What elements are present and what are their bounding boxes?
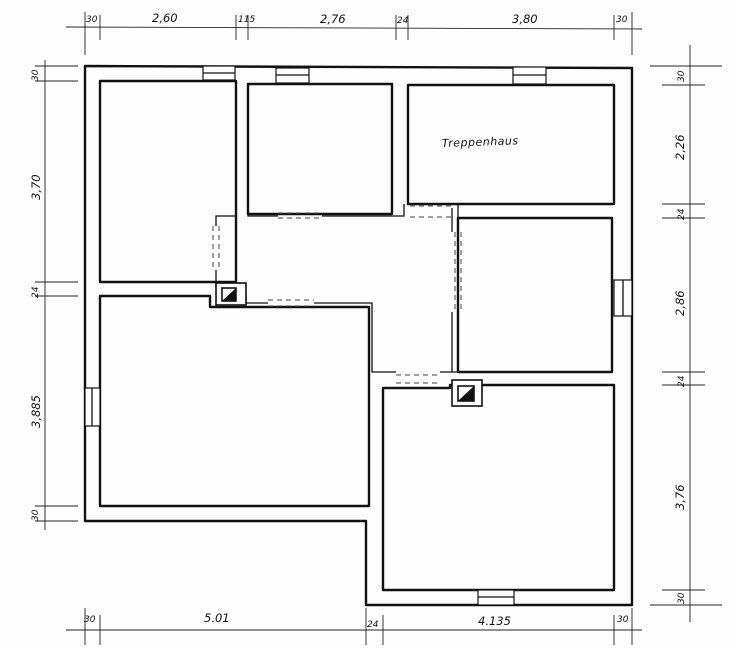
dimension-chain-bottom: 30 5.01 24 4.135 30: [66, 608, 642, 645]
dimension-chain-top: 30 2,60 115 2,76 24 3,80 30: [65, 11, 643, 55]
room-top-left: [98, 79, 238, 284]
room-right-middle: [456, 216, 614, 374]
dim-right-3: 24: [677, 208, 687, 220]
door-openings: [212, 205, 462, 384]
stairwell-label: Treppenhaus: [442, 134, 519, 150]
hall-wall-mid: [247, 214, 278, 217]
hall-wall-right-top: [452, 203, 459, 218]
dim-bottom-3: 24: [367, 620, 379, 630]
room-bottom-left: [98, 294, 371, 508]
dim-top-6: 3,80: [512, 12, 538, 26]
room-bottom-right: [381, 383, 616, 592]
dim-bottom-1: 30: [84, 615, 96, 625]
dim-left-1: 30: [31, 69, 41, 81]
dim-left-2: 3,70: [29, 174, 43, 200]
dimension-chain-left: 30 3,70 24 3,885 30: [29, 60, 78, 530]
dim-top-5: 24: [397, 16, 409, 26]
dim-bottom-5: 30: [617, 615, 629, 625]
dim-right-4: 2,86: [673, 290, 687, 316]
room-stairwell: [406, 83, 616, 206]
room-top-middle: [246, 82, 394, 216]
windows: [84, 65, 633, 606]
dim-bottom-4: 4.135: [478, 614, 511, 628]
dim-top-4: 2,76: [320, 12, 346, 26]
outer-wall-outline: [83, 64, 634, 607]
hall-wall-left: [215, 215, 236, 226]
dim-top-7: 30: [616, 15, 628, 25]
dim-right-2: 2,26: [673, 134, 687, 160]
dim-top-3: 115: [238, 15, 255, 25]
hall-wall-mid-right: [322, 204, 405, 217]
dim-right-6: 3,76: [673, 484, 687, 510]
hall-wall-lower-mid: [314, 302, 373, 312]
dim-right-1: 30: [677, 70, 687, 82]
walls: [83, 64, 634, 607]
dim-top-2: 2,60: [152, 11, 178, 25]
dim-right-5: 24: [677, 375, 687, 387]
hall-wall-bottom: [371, 312, 396, 373]
dim-top-1: 30: [86, 15, 98, 25]
dim-left-5: 30: [31, 509, 41, 521]
dim-left-4: 3,885: [29, 395, 43, 428]
dim-bottom-2: 5.01: [204, 611, 230, 625]
dim-right-7: 30: [677, 592, 687, 604]
dimension-chain-right: 30 2,26 24 2,86 24 3,76 30: [650, 45, 722, 622]
chimneys: [215, 282, 483, 407]
dim-left-3: 24: [31, 286, 41, 298]
hall-wall-lower-left: [245, 295, 268, 304]
